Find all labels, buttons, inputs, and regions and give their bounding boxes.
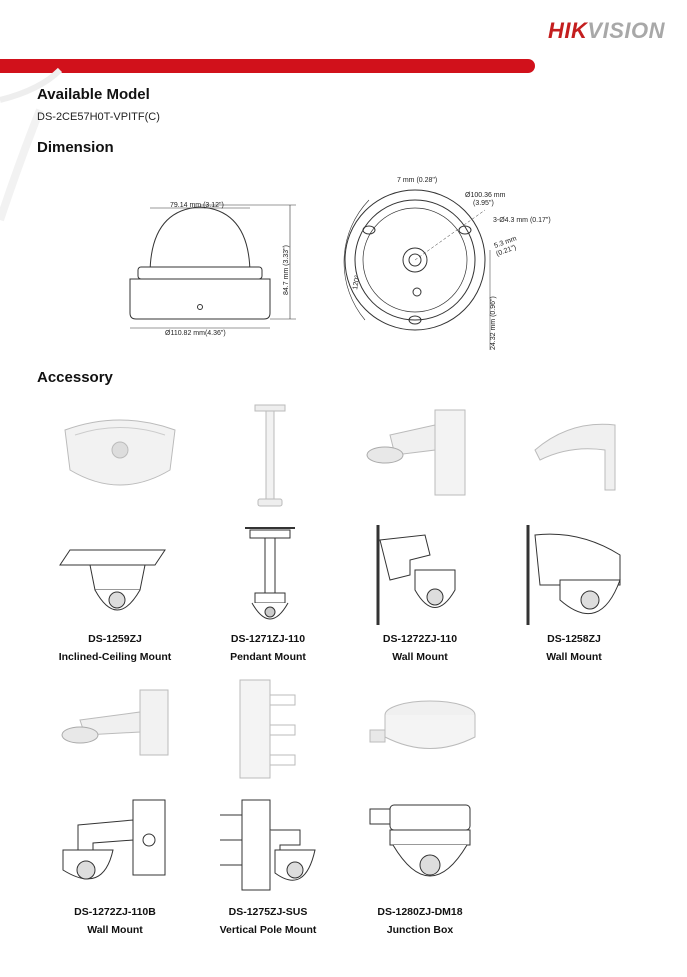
available-model-heading: Available Model	[37, 86, 150, 103]
top-angle-label: 120°	[351, 275, 361, 291]
accessory-model-1: DS-1259ZJ	[88, 633, 142, 645]
top-slot-label: 7 mm (0.28")	[397, 177, 437, 184]
header-red-bar	[0, 59, 535, 73]
pole-mount-icon	[220, 799, 316, 891]
side-width-top-label: 79.14 mm (3.12")	[170, 202, 224, 209]
accessory-name-1: Inclined-Ceiling Mount	[58, 651, 172, 663]
junction-box-photo-icon	[369, 700, 476, 749]
logo-grey-text: VISION	[587, 18, 665, 43]
accessory-caption-5: DS-1272ZJ-110B Wall Mount	[35, 903, 195, 939]
pendant-pole-photo-icon	[254, 404, 286, 507]
accessory-model-4: DS-1258ZJ	[547, 633, 601, 645]
accessory-name-5: Wall Mount	[87, 924, 143, 936]
top-diameter-label: Ø100.36 mm	[465, 192, 506, 199]
accessory-name-2: Pendant Mount	[230, 651, 306, 663]
side-height-label: 84.7 mm (3.33")	[283, 245, 290, 295]
wall-mount-hood-icon	[526, 525, 621, 625]
wall-mount-icon	[376, 525, 456, 625]
accessory-model-7: DS-1280ZJ-DM18	[377, 906, 463, 918]
accessory-model-5: DS-1272ZJ-110B	[74, 906, 156, 918]
side-view-dimension-drawing: 79.14 mm (3.12") Ø110.82 mm(4.36") 84.7 …	[129, 202, 296, 337]
wall-hood-photo-icon	[534, 423, 616, 491]
accessory-caption-1: DS-1259ZJ Inclined-Ceiling Mount	[35, 630, 195, 666]
side-base-width-label: Ø110.82 mm(4.36")	[165, 330, 226, 337]
wall-mount-box-icon	[62, 799, 166, 880]
accessory-model-6: DS-1275ZJ-SUS	[228, 906, 308, 918]
top-hole-label: 3-Ø4.3 mm (0.17")	[493, 217, 551, 224]
accessory-heading: Accessory	[37, 369, 113, 386]
pole-plate-photo-icon	[239, 679, 296, 779]
top-view-dimension-drawing: 7 mm (0.28") Ø100.36 mm (3.95") 3-Ø4.3 m…	[343, 177, 551, 350]
accessory-caption-6: DS-1275ZJ-SUS Vertical Pole Mount	[188, 903, 348, 939]
accessory-model-3: DS-1272ZJ-110	[382, 633, 458, 645]
inclined-ceiling-mount-icon	[59, 549, 166, 611]
pendant-mount-icon	[245, 527, 295, 620]
background-swoosh-decoration	[0, 67, 63, 222]
accessory-caption-4: DS-1258ZJ Wall Mount	[494, 630, 654, 666]
wall-bracket-box-photo-icon	[61, 689, 169, 756]
accessory-name-7: Junction Box	[386, 924, 454, 936]
junction-box-icon	[369, 804, 471, 877]
accessory-name-4: Wall Mount	[546, 651, 602, 663]
inclined-ceiling-base-photo-icon	[64, 419, 176, 486]
accessory-name-6: Vertical Pole Mount	[219, 924, 317, 936]
top-diameter-inch-label: (3.95")	[473, 200, 494, 207]
logo-red-text: HIK	[548, 18, 588, 43]
hikvision-logo: HIKVISION	[548, 18, 665, 44]
accessory-model-2: DS-1271ZJ-110	[230, 633, 306, 645]
top-offset-label: 24.32 mm (0.96")	[490, 296, 497, 350]
wall-bracket-photo-icon	[366, 409, 466, 496]
dimension-heading: Dimension	[37, 139, 114, 156]
accessory-name-3: Wall Mount	[392, 651, 448, 663]
model-number: DS-2CE57H0T-VPITF(C)	[37, 111, 160, 123]
